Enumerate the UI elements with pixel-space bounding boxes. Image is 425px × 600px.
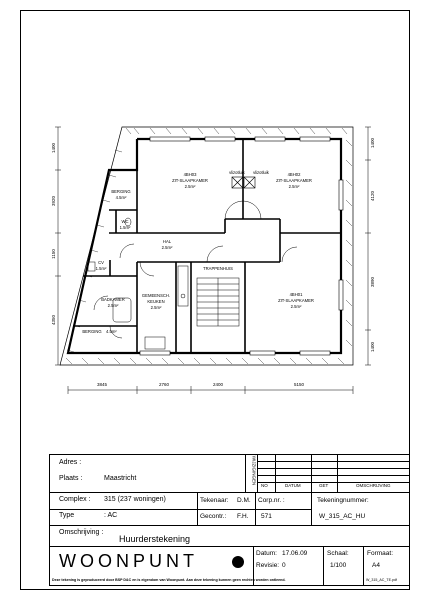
- gecontr-label: Gecontr.:: [200, 513, 227, 520]
- room-cv-name: CV: [98, 260, 104, 265]
- dim-bottom-1: 3845: [97, 382, 108, 387]
- title-block: Adres : Plaats : Maastricht WIJZIGINGEN …: [49, 454, 410, 586]
- room-keuken-sub: KEUKEN: [147, 299, 164, 304]
- complex-label: Complex :: [59, 496, 91, 503]
- type-label: Type: [59, 512, 75, 519]
- plaats-value: Maastricht: [104, 475, 137, 482]
- omschrijving-label: Omschrijving :: [59, 529, 104, 536]
- schaal-value: 1/100: [330, 562, 347, 569]
- room-wc-area: 1.5m²: [120, 225, 131, 230]
- fixtures: [87, 217, 189, 350]
- corp-value: 571: [261, 513, 272, 520]
- rev-header-datum: DATUM: [285, 483, 301, 488]
- dim-right-4: 1400: [370, 341, 375, 352]
- plaats-label: Plaats :: [59, 475, 83, 482]
- dim-bottom-4: 5150: [294, 382, 305, 387]
- room-4bh03-name: 4BH03: [184, 172, 197, 177]
- dim-right-3: 3890: [370, 276, 375, 287]
- room-4bh03-sub: ZIT-SLAAPKAMER: [172, 178, 208, 183]
- woonpunt-logo: WOONPUNT: [59, 551, 198, 571]
- room-hal-name: HAL: [163, 239, 172, 244]
- rev-header-get: GET: [319, 483, 329, 488]
- room-4bh02-sub: ZIT-SLAAPKAMER: [276, 178, 312, 183]
- corp-label: Corp.nr. :: [258, 497, 285, 504]
- type-value: : AC: [104, 512, 118, 519]
- room-4bh03-area: 2.5m²: [185, 184, 196, 189]
- room-wc-name: WC: [122, 219, 129, 224]
- complex-value: 315 (237 woningen): [104, 496, 166, 503]
- datum-value: 17.06.09: [282, 550, 308, 557]
- skylight-label-right: vlizotluik: [253, 170, 270, 175]
- room-berging-top-area: 4.5m²: [116, 195, 127, 200]
- doors: [93, 200, 298, 339]
- room-labels: 4BH03 ZIT-SLAAPKAMER 2.5m² 4BH02 ZIT-SLA…: [82, 170, 314, 334]
- dim-left-1: 1400: [51, 142, 56, 153]
- room-keuken-area: 2.5m²: [151, 305, 162, 310]
- omschrijving-value: Huurderstekening: [119, 534, 191, 544]
- tekeningnummer-value: W_315_AC_HU: [319, 513, 366, 520]
- formaat-label: Formaat:: [367, 550, 394, 557]
- room-berging-top-name: BERGING: [111, 189, 130, 194]
- room-badkamer-area: 2.5m²: [108, 303, 119, 308]
- rev-header-omschrijving: OMSCHRIJVING: [356, 483, 391, 488]
- footer-filename: W_315_AC_TE.pdf: [366, 578, 397, 582]
- dimension-labels: 3845 2760 2400 5150 1400 3920 1150 4350 …: [51, 137, 375, 387]
- room-4bh02-name: 4BH02: [288, 172, 301, 177]
- formaat-value: A4: [372, 562, 380, 569]
- tekeningnummer-label: Tekeningnummer:: [317, 497, 369, 504]
- room-4bh01-sub: ZIT-SLAAPKAMER: [278, 298, 314, 303]
- dim-right-1: 1400: [370, 137, 375, 148]
- dim-left-3: 1150: [51, 249, 56, 259]
- tekenaar-value: D.M.: [237, 497, 251, 504]
- revisie-label: Revisie:: [256, 562, 280, 569]
- dim-right-2: 4120: [370, 190, 375, 201]
- room-4bh02-area: 2.5m²: [289, 184, 300, 189]
- wijzigingen-label: WIJZIGINGEN: [251, 455, 257, 486]
- room-4bh01-name: 4BH01: [290, 292, 303, 297]
- room-4bh01-area: 2.5m²: [291, 304, 302, 309]
- room-badkamer-name: BADKAMER: [101, 297, 125, 302]
- inner-walls: [73, 139, 341, 353]
- schaal-label: Schaal:: [327, 550, 349, 557]
- room-trappenhuis-name: TRAPPENHUIS: [203, 266, 233, 271]
- room-berging-bottom-area: 4.5m²: [106, 329, 117, 334]
- room-keuken-name: GEMEENSCH.: [142, 293, 170, 298]
- dim-bottom-2: 2760: [159, 382, 170, 387]
- room-cv-area: 1.5m²: [96, 266, 107, 271]
- skylights: [231, 176, 256, 189]
- drawing-sheet: [20, 10, 410, 590]
- revisie-value: 0: [282, 562, 286, 569]
- gecontr-value: F.H.: [237, 513, 249, 520]
- dimension-lines: [55, 126, 371, 394]
- logo-dot-icon: [232, 556, 244, 568]
- room-berging-bottom-name: BERGING: [82, 329, 101, 334]
- staircase: [196, 277, 240, 327]
- skylight-label-left: vlizotluik: [229, 170, 246, 175]
- dim-left-2: 3920: [51, 195, 56, 206]
- datum-label: Datum:: [256, 550, 277, 557]
- tekenaar-label: Tekenaar:: [200, 497, 229, 504]
- roof-outline: [59, 126, 354, 366]
- dim-left-4: 4350: [51, 314, 56, 325]
- dim-bottom-3: 2400: [213, 382, 224, 387]
- room-hal-area: 2.5m²: [162, 245, 173, 250]
- windows: [139, 136, 344, 356]
- footer-disclaimer: Deze tekening is gepruduceerd door BSP D…: [52, 578, 286, 582]
- adres-label: Adres :: [59, 459, 82, 466]
- rev-header-no: NO: [261, 483, 268, 488]
